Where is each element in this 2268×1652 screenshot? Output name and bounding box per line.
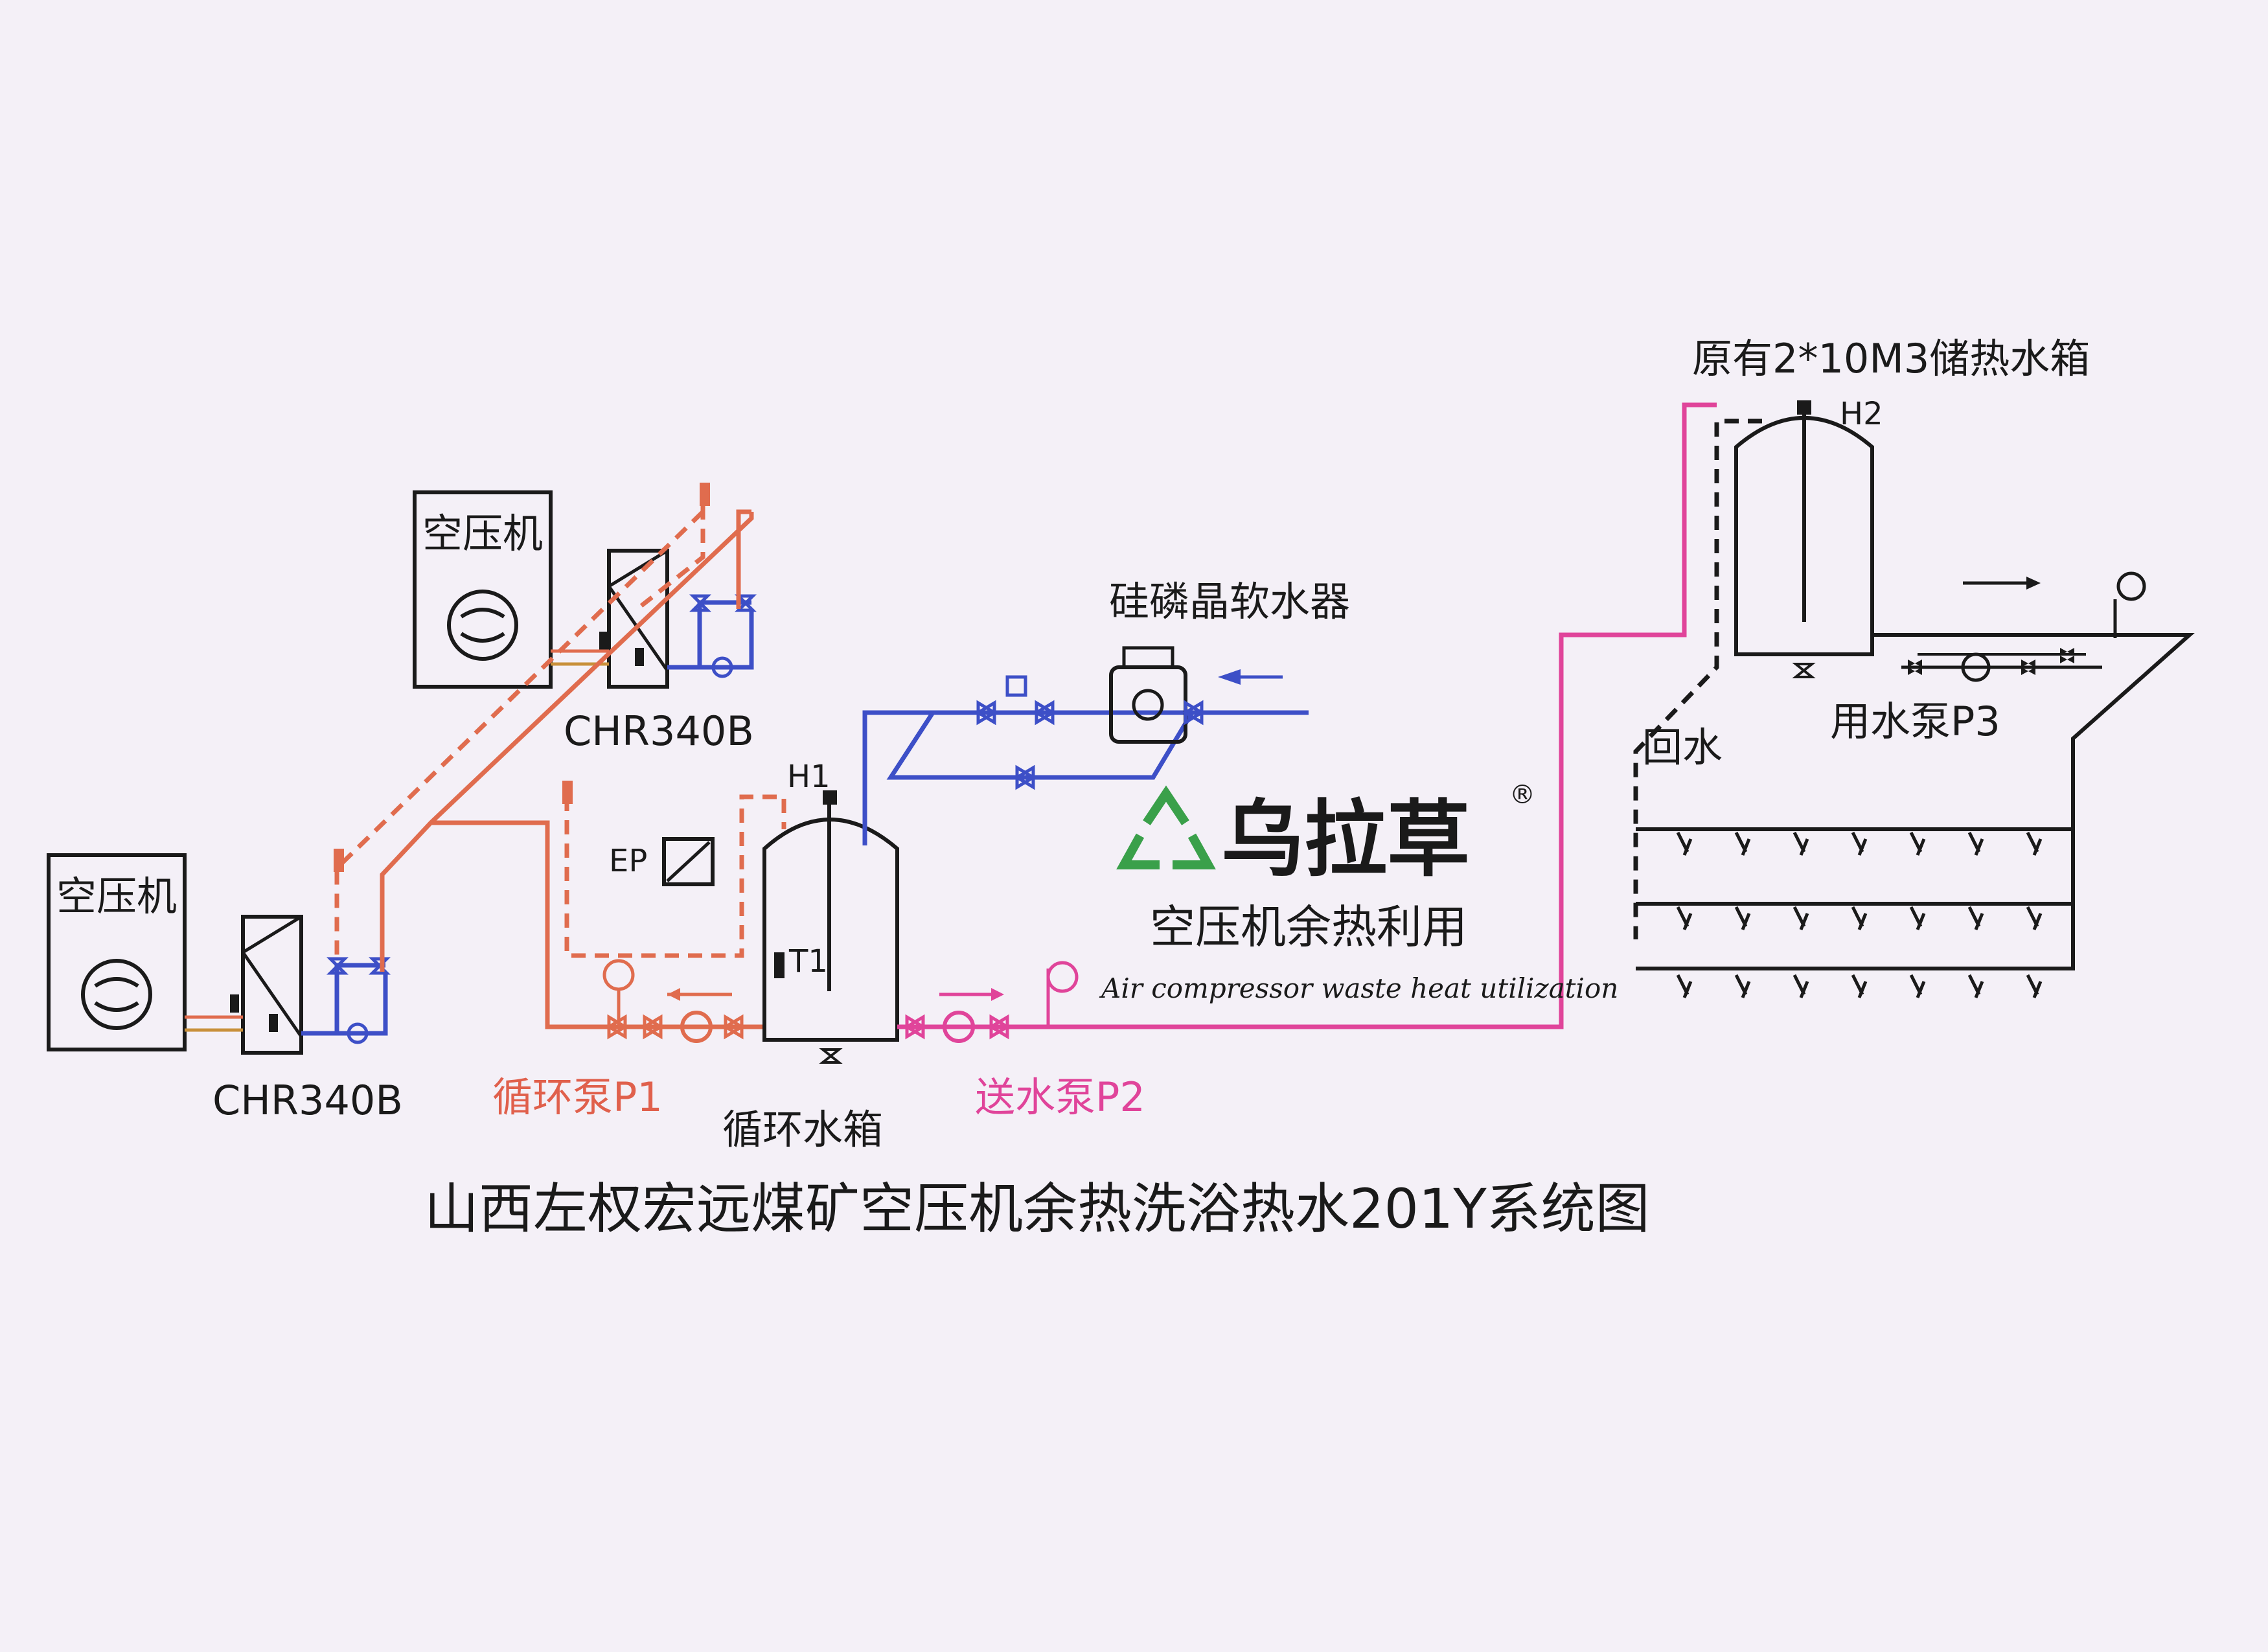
brand-logo: 乌拉草 ® 空压机余热利用 Air compressor waste heat … xyxy=(1099,780,1618,1004)
chr-top-label: CHR340B xyxy=(564,707,754,755)
pressure-gauges xyxy=(334,483,710,872)
compressor-hx-link-left xyxy=(185,1015,243,1032)
recycle-icon xyxy=(1116,785,1216,869)
ep-controller: EP xyxy=(609,837,715,886)
valve-cluster-left xyxy=(301,957,391,1044)
hot-water-pipes xyxy=(334,505,786,1029)
registered-mark: ® xyxy=(1509,780,1535,810)
bathing-area xyxy=(1636,633,2195,998)
pump-p1-label: 循环泵P1 xyxy=(492,1073,663,1121)
logo-subtitle: 空压机余热利用 xyxy=(1150,901,1467,954)
heat-exchanger-top: CHR340B xyxy=(564,549,754,755)
logo-tagline: Air compressor waste heat utilization xyxy=(1099,972,1618,1004)
softener-line: 硅磷晶软水器 xyxy=(862,578,1350,845)
circulation-tank: H1 T1 循环水箱 xyxy=(722,759,899,1153)
heat-exchanger-left: CHR340B xyxy=(212,915,403,1124)
storage-tank-label: 原有2*10M3储热水箱 xyxy=(1692,335,2090,382)
return-water-label: 回水 xyxy=(1642,724,1723,771)
diagram-title: 山西左权宏远煤矿空压机余热洗浴热水201Y系统图 xyxy=(424,1177,1650,1241)
t1-label: T1 xyxy=(788,943,828,980)
brand-name: 乌拉草 xyxy=(1221,792,1470,888)
circulation-pump-p1: 循环泵P1 xyxy=(492,959,764,1121)
compressor-top-label: 空压机 xyxy=(422,510,543,557)
h1-label: H1 xyxy=(787,759,830,795)
compressor-left-label: 空压机 xyxy=(56,873,177,920)
storage-tank: H2 原有2*10M3储热水箱 xyxy=(1692,335,2090,678)
air-compressor-left: 空压机 xyxy=(47,853,187,1051)
circ-tank-label: 循环水箱 xyxy=(722,1106,883,1153)
pump-p2-label: 送水泵P2 xyxy=(975,1073,1145,1121)
h2-label: H2 xyxy=(1840,396,1883,432)
supply-pump-p2: 送水泵P2 xyxy=(897,402,1717,1121)
use-pump-p3: 用水泵P3 xyxy=(1830,571,2146,745)
return-water-line: 回水 xyxy=(1633,419,1762,939)
valve-cluster-top xyxy=(667,594,757,678)
softener-label: 硅磷晶软水器 xyxy=(1109,578,1350,625)
pump-p3-label: 用水泵P3 xyxy=(1830,698,2000,745)
chr-left-label: CHR340B xyxy=(212,1077,403,1124)
air-compressor-top: 空压机 xyxy=(413,490,553,689)
ep-label: EP xyxy=(609,843,647,879)
